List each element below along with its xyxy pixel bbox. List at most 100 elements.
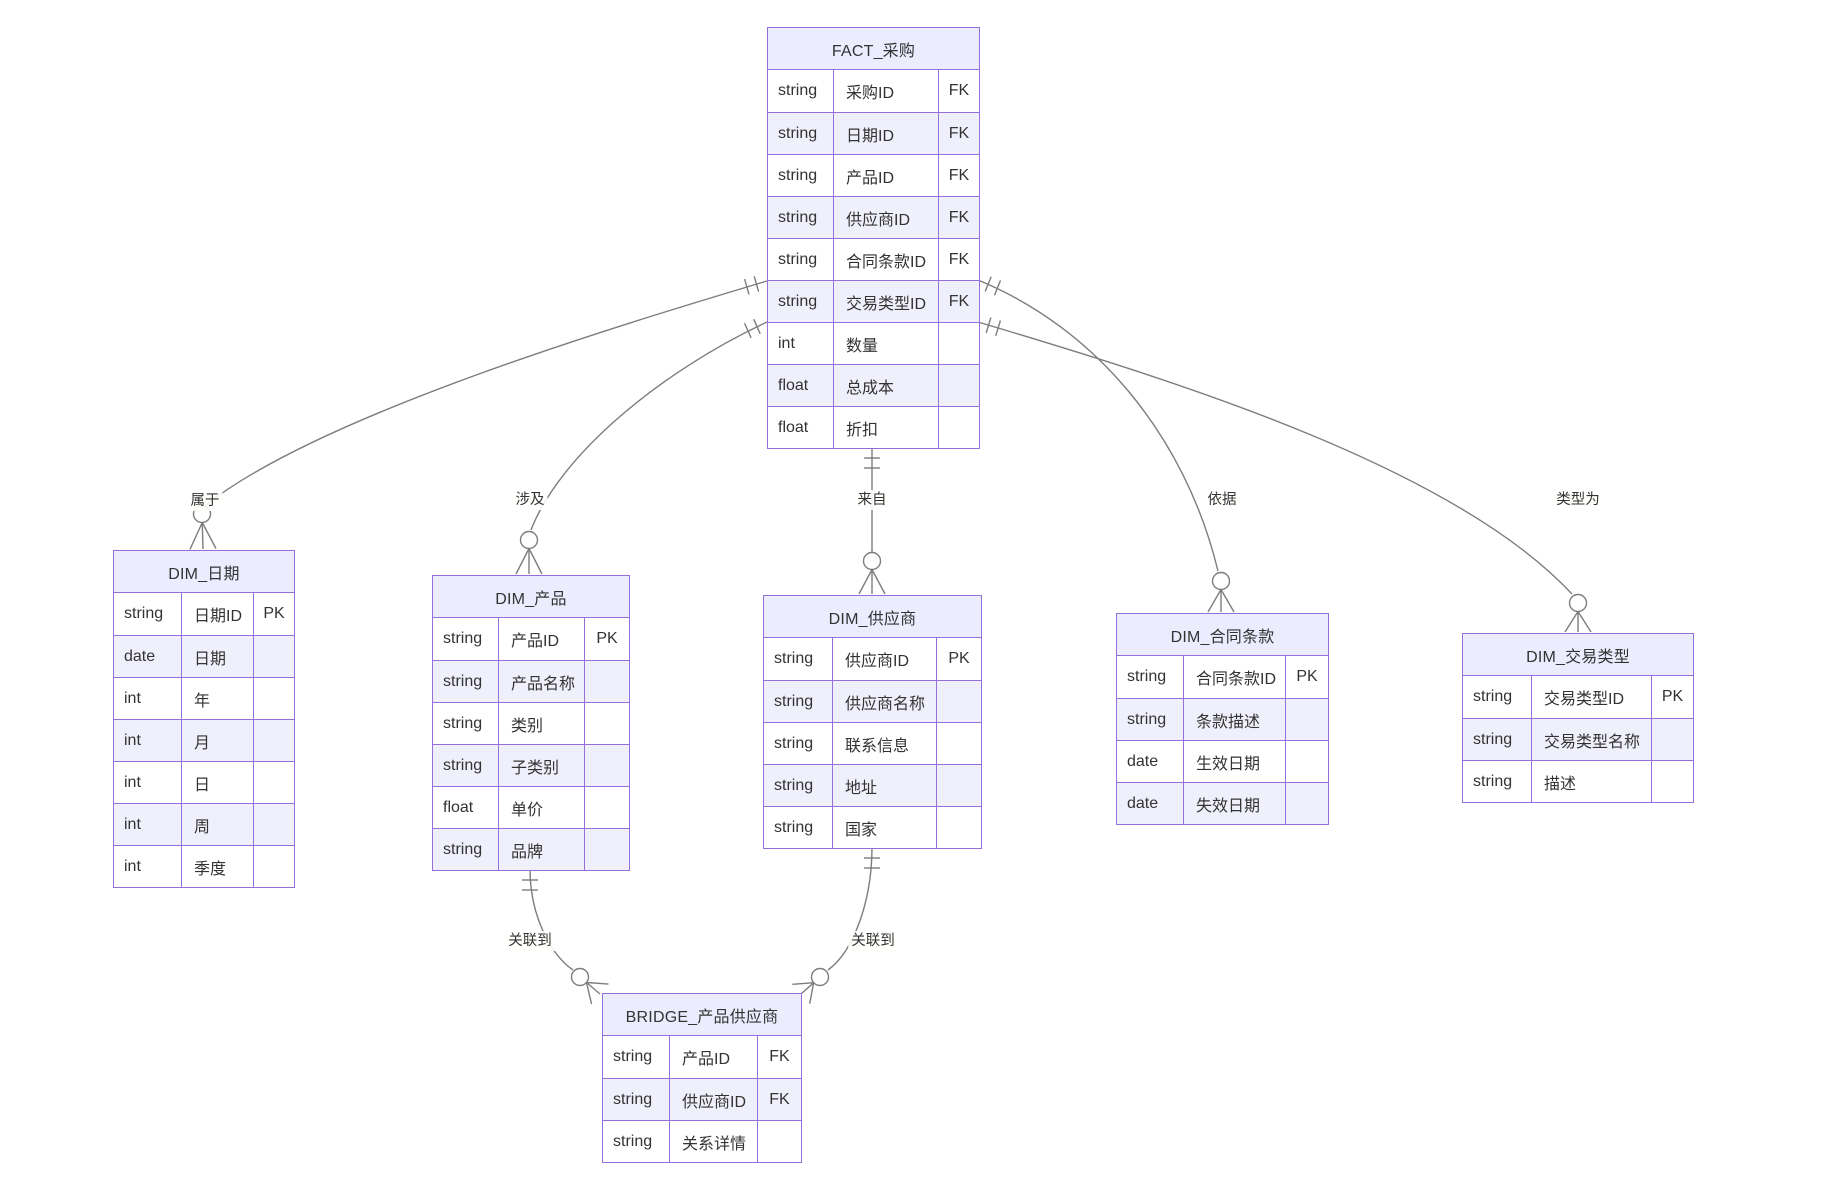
relationship-label-belongs-to: 属于 (187, 491, 223, 511)
attribute-attr-cell: 供应商ID (832, 638, 936, 680)
attribute-key-cell: FK (938, 281, 979, 322)
connector-DIM_供应商-BRIDGE_产品供应商 (792, 846, 880, 1004)
attribute-key-cell: PK (253, 593, 294, 635)
attribute-type-cell: int (124, 731, 141, 749)
attribute-key-cell (253, 636, 294, 677)
attribute-key-cell: PK (584, 618, 629, 660)
attribute-attr-cell: 日期 (181, 636, 253, 677)
attribute-type-cell: date (124, 647, 156, 665)
attribute-attr-cell: 类别 (498, 703, 584, 744)
attribute-attr-cell: 产品名称 (498, 661, 584, 702)
attribute-key-cell (253, 804, 294, 845)
connector-FACT_采购-DIM_交易类型 (977, 317, 1592, 633)
attribute-attr-cell: 国家 (832, 807, 936, 848)
attribute-key-cell: FK (938, 70, 979, 112)
attribute-key-cell: PK (1651, 676, 1693, 718)
relationship-label-based-on: 依据 (1204, 490, 1240, 510)
attribute-attr-cell: 产品ID (833, 155, 938, 196)
attribute-type-cell: string (778, 124, 818, 142)
attribute-attr-cell: 交易类型ID (833, 281, 938, 322)
attribute-attr-cell: 地址 (832, 765, 936, 806)
attribute-key-cell: FK (757, 1036, 801, 1078)
relationship-label-typed-as: 类型为 (1553, 490, 1603, 510)
attribute-type-cell: string (778, 82, 818, 99)
attribute-key-cell (936, 807, 981, 848)
attribute-attr-cell: 供应商ID (833, 197, 938, 238)
attribute-type-cell: int (124, 773, 141, 791)
attribute-key-cell (584, 745, 629, 786)
attribute-key-cell (253, 762, 294, 803)
zero-or-many-circle-icon (862, 551, 882, 571)
attribute-row: int 日 (114, 761, 294, 803)
attribute-type-cell: string (1127, 710, 1167, 728)
connector-FACT_采购-DIM_日期 (189, 276, 768, 550)
zero-or-many-circle-icon (519, 530, 539, 550)
attribute-type-cell: string (613, 1132, 653, 1150)
attribute-key-cell (938, 365, 979, 406)
attribute-attr-cell: 采购ID (833, 70, 938, 112)
attribute-row: int 季度 (114, 845, 294, 887)
attribute-attr-cell: 日期ID (181, 593, 253, 635)
attribute-key-cell (584, 661, 629, 702)
entity-title: DIM_产品 (433, 576, 629, 618)
attribute-type-cell: string (774, 776, 814, 794)
entity-title: FACT_采购 (768, 28, 979, 70)
relationship-label-linked-to-product: 关联到 (505, 931, 555, 951)
attribute-type-cell: int (778, 334, 795, 352)
attribute-type-cell: int (124, 815, 141, 833)
attribute-row: string 国家 (764, 806, 981, 848)
attribute-type-cell: int (124, 857, 141, 875)
attribute-key-cell (757, 1121, 801, 1162)
attribute-key-cell (584, 703, 629, 744)
attribute-type-cell: string (443, 756, 483, 774)
connector-DIM_产品-BRIDGE_产品供应商 (522, 868, 609, 1005)
connector-FACT_采购-DIM_产品 (515, 318, 768, 575)
attribute-attr-cell: 子类别 (498, 745, 584, 786)
zero-or-many-circle-icon (810, 967, 830, 987)
attribute-row: string 地址 (764, 764, 981, 806)
attribute-key-cell: FK (938, 239, 979, 280)
attribute-type-cell: string (774, 818, 814, 836)
attribute-attr-cell: 供应商名称 (832, 681, 936, 722)
attribute-attr-cell: 折扣 (833, 407, 938, 448)
attribute-type-cell: string (778, 292, 818, 310)
relationship-label-involves: 涉及 (512, 490, 548, 510)
entity-title: DIM_供应商 (764, 596, 981, 638)
attribute-key-cell: FK (757, 1079, 801, 1120)
attribute-attr-cell: 日期ID (833, 113, 938, 154)
attribute-attr-cell: 日 (181, 762, 253, 803)
attribute-key-cell (253, 720, 294, 761)
attribute-key-cell (584, 829, 629, 870)
attribute-attr-cell: 总成本 (833, 365, 938, 406)
attribute-attr-cell: 月 (181, 720, 253, 761)
attribute-key-cell (584, 787, 629, 828)
attribute-type-cell: string (443, 840, 483, 858)
attribute-attr-cell: 季度 (181, 846, 253, 887)
attribute-key-cell (1285, 783, 1328, 824)
attribute-attr-cell: 数量 (833, 323, 938, 364)
attribute-key-cell (938, 323, 979, 364)
attribute-type-cell: string (1473, 772, 1513, 790)
